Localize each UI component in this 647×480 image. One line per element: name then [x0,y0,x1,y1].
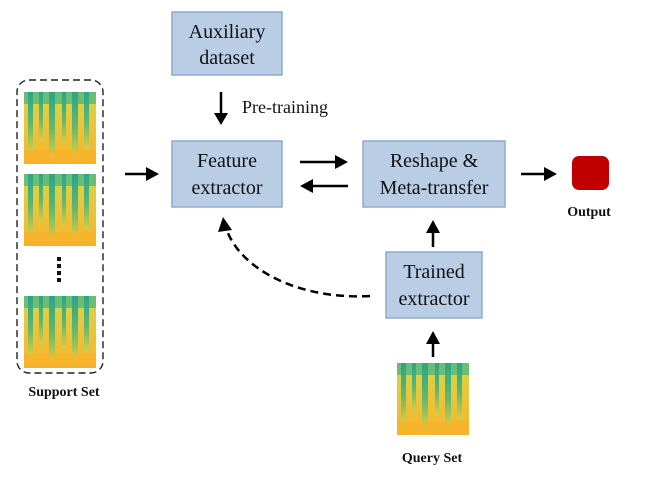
pretraining-label: Pre-training [242,97,328,117]
query-set-label: Query Set [402,451,463,466]
trained-to-reshape-arrow [426,220,440,247]
trained-extractor-line1: Trained [403,261,464,283]
reshape-meta-transfer-box [362,140,506,208]
feature-extractor-line1: Feature [197,150,257,172]
support-spectrogram-1 [24,92,96,164]
reshape-to-feature-arrow [300,179,348,193]
reshape-line2: Meta-transfer [380,177,489,199]
feature-extractor-line2: extractor [191,177,262,199]
reshape-to-output-arrow [521,167,557,181]
feature-extractor-box [171,140,283,208]
support-set-label: Support Set [28,385,100,400]
support-set-container [16,79,104,374]
output-square [572,156,609,190]
pretraining-arrow [214,92,228,125]
support-to-feature-arrow [125,167,159,181]
trained-to-feature-dashed-arrow [218,217,371,298]
output-label: Output [567,205,611,220]
reshape-line1: Reshape & [390,150,479,172]
auxiliary-dataset-line1: Auxiliary [189,21,266,43]
feature-to-reshape-arrow [300,155,348,169]
query-to-trained-arrow [426,331,440,357]
auxiliary-dataset-box [171,11,283,76]
vertical-ellipsis-icon [57,257,61,282]
support-spectrogram-3 [24,296,96,368]
trained-extractor-line2: extractor [398,288,469,310]
auxiliary-dataset-line2: dataset [199,47,255,69]
trained-extractor-box [385,251,483,319]
support-spectrogram-2 [24,174,96,246]
query-spectrogram [397,363,469,435]
